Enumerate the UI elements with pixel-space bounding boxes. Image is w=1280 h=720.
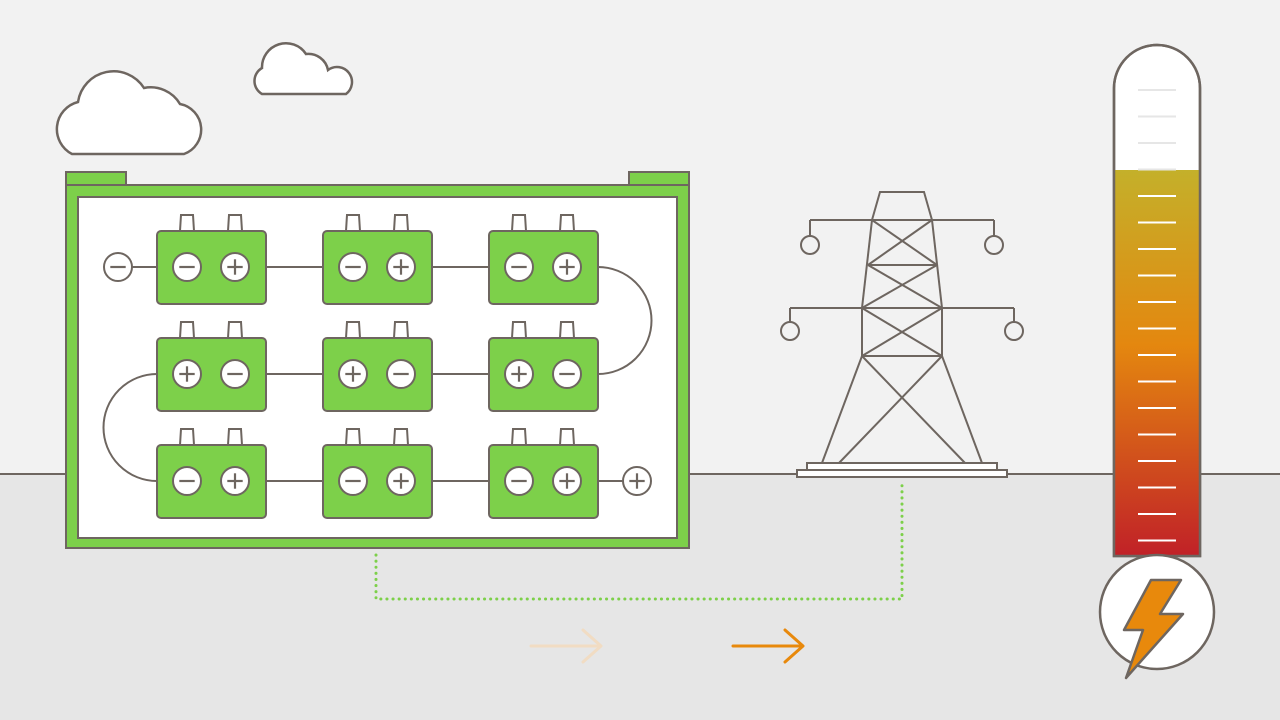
plus-icon (622, 466, 652, 496)
minus-icon (220, 359, 250, 389)
plus-icon (220, 252, 250, 282)
pack-terminal-left (65, 171, 127, 187)
minus-icon (172, 466, 202, 496)
transmission-tower-icon (780, 191, 1024, 478)
pack-terminal-right (628, 171, 690, 187)
gauge-ticks (1138, 89, 1176, 542)
battery-cell-icon (488, 214, 599, 305)
battery-cell-icon (322, 321, 433, 412)
minus-icon (552, 359, 582, 389)
energy-gauge (1098, 43, 1216, 680)
minus-icon (338, 466, 368, 496)
minus-icon (338, 252, 368, 282)
pack-end-terminals (103, 252, 652, 496)
plus-icon (552, 252, 582, 282)
battery-cell-icon (322, 428, 433, 519)
battery-cell-icon (156, 214, 267, 305)
plus-icon (552, 466, 582, 496)
dotted-connection-line (374, 478, 904, 601)
lightning-bolt-icon (1122, 578, 1185, 680)
plus-icon (386, 466, 416, 496)
pack-cells (156, 214, 599, 519)
minus-icon (504, 252, 534, 282)
flow-arrow-active (731, 628, 805, 664)
minus-icon (172, 252, 202, 282)
cloud-icon (253, 42, 354, 96)
gauge-fill (1114, 170, 1200, 556)
battery-cell-icon (322, 214, 433, 305)
battery-cell-icon (156, 428, 267, 519)
plus-icon (338, 359, 368, 389)
minus-icon (504, 466, 534, 496)
minus-icon (386, 359, 416, 389)
plus-icon (504, 359, 534, 389)
plus-icon (172, 359, 202, 389)
battery-cell-icon (488, 428, 599, 519)
minus-icon (103, 252, 133, 282)
plus-icon (220, 466, 250, 496)
battery-pack (65, 171, 690, 549)
battery-cell-icon (156, 321, 267, 412)
battery-cell-icon (488, 321, 599, 412)
pack-wiring (102, 266, 653, 482)
flow-arrow-faded (529, 628, 603, 664)
cloud-icon (55, 70, 203, 156)
plus-icon (386, 252, 416, 282)
